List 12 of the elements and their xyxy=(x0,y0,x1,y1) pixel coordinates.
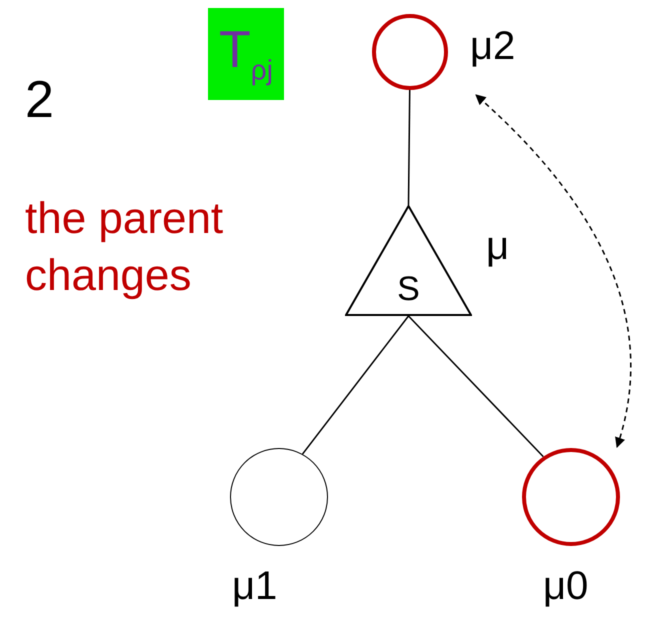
highlight-box: T$_{ρj}$ xyxy=(208,8,284,100)
triangle-node: S xyxy=(345,205,472,316)
step-number: 2 xyxy=(25,72,54,130)
connector-line xyxy=(408,315,544,458)
arrow xyxy=(475,94,632,448)
connector-line xyxy=(302,316,410,454)
connector-line xyxy=(408,90,410,205)
node-label: μ1 xyxy=(232,563,278,610)
note-text: the parent changes xyxy=(25,193,224,302)
node-label: μ2 xyxy=(470,23,516,70)
node-label: μ xyxy=(486,223,510,270)
node-label: μ0 xyxy=(543,563,588,610)
